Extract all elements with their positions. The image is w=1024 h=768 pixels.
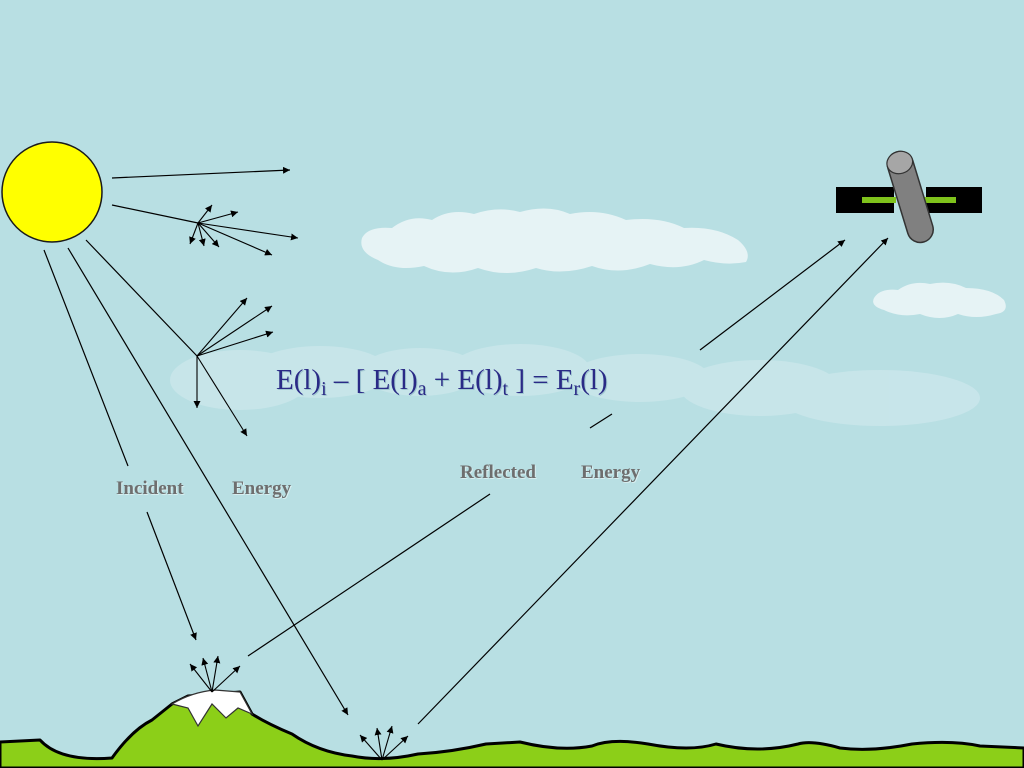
eq-subscript: t [502,378,509,400]
incident-word: Incident [116,478,184,499]
panel-strut-left [862,197,896,203]
scatter-burst-middle [193,297,274,437]
reflected-word: Reflected [460,462,536,483]
eq-part: + E(l) [426,364,503,396]
incident-energy-label: Energy [232,478,291,500]
eq-part: (l) [580,364,608,396]
ground-terrain [0,690,1024,768]
sun [1,141,103,243]
reflected-label: Reflected [460,462,536,484]
eq-part: – [ E(l) [326,364,418,396]
faint-cloud [170,344,980,426]
energy-balance-equation: E(l)i – [ E(l)a + E(l)t ] = Er(l) [276,364,608,401]
energy-word: Energy [232,478,292,499]
satellite-lens [886,150,914,175]
incident-label: Incident [116,478,184,500]
scatter-burst-upper [189,204,299,256]
panel-strut-right [924,197,956,203]
ground-burst-mountain [189,655,241,693]
reflected-energy-label: Energy [581,462,640,484]
reflected-rays [247,237,889,725]
satellite [836,150,982,244]
incident-rays [43,166,349,716]
cloud-large [361,208,748,273]
eq-subscript: a [417,378,427,400]
ground-burst-valley [359,725,409,761]
eq-subscript: i [321,378,327,400]
eq-subscript: r [573,378,581,400]
energy-word: Energy [581,462,641,483]
eq-part: E(l) [276,364,322,396]
cloud-small [873,282,1006,318]
eq-part: ] = E [508,364,574,396]
